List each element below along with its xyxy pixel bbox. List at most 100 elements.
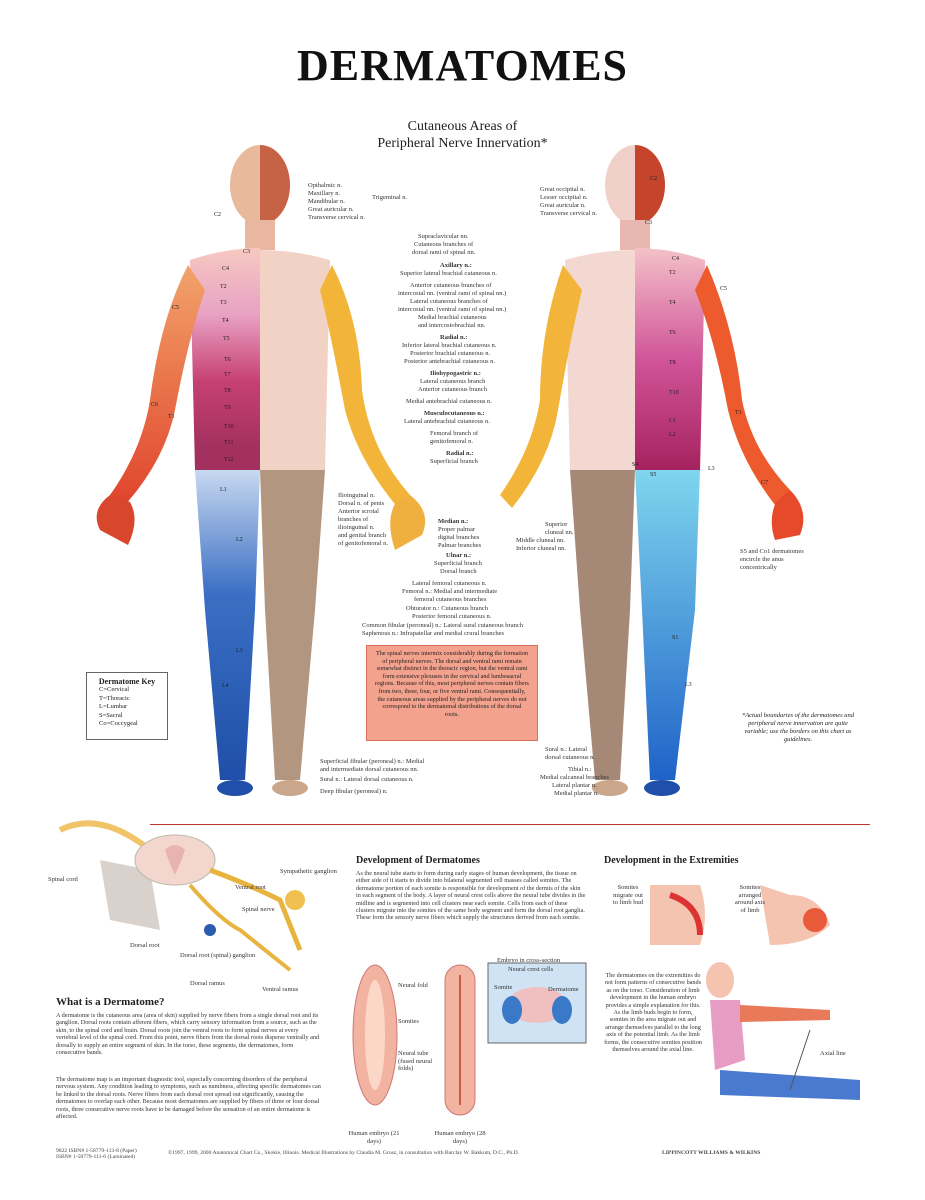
nerve-label: Transverse cervical n. <box>540 210 597 217</box>
segment-label: L3 <box>236 648 243 654</box>
spinal-label: Dorsal root <box>130 942 160 949</box>
dev-heading: Development of Dermatomes <box>356 855 480 866</box>
segment-label: L3 <box>685 682 692 688</box>
nerve-label: Femoral n.: Medial and intermediate <box>402 588 498 595</box>
page-subtitle: Cutaneous Areas of Peripheral Nerve Inne… <box>0 118 925 152</box>
nerve-label: digital branches <box>438 534 480 541</box>
nerve-label: Trigeminal n. <box>372 194 408 201</box>
segment-label: C2 <box>650 176 658 182</box>
nerve-label: dorsal cutaneous n. <box>545 754 596 761</box>
segment-label: T6 <box>224 357 231 363</box>
spinal-cord-illustration <box>58 820 305 972</box>
nerve-label: Inferior lateral brachial cutaneous n. <box>402 342 497 349</box>
segment-label: L1 <box>669 418 676 424</box>
extremity-label: Somites arranged around axis of limb <box>734 884 766 914</box>
segment-label: T10 <box>669 390 679 396</box>
segment-label: C3 <box>645 220 653 226</box>
segment-label: L1 <box>220 487 227 493</box>
spinal-label: Dorsal root (spinal) ganglion <box>180 952 256 959</box>
nerve-label: Superficial fibular (peroneal) n.: Media… <box>320 758 425 765</box>
subtitle-line-1: Cutaneous Areas of <box>407 119 518 134</box>
section-divider <box>150 824 870 825</box>
nerve-label: ilioinguinal n. <box>338 524 375 531</box>
dev-label: Somites <box>398 1018 419 1025</box>
what-paragraph: The dermatome map is an important diagno… <box>56 1076 321 1121</box>
nerve-label: Anterior scrotal <box>338 508 379 515</box>
nerve-label: Tibial n.: <box>568 766 592 773</box>
nerve-label: Anterior cutaneous branch <box>418 386 487 393</box>
nerve-label: Sural n.: Lateral dorsal cutaneous n. <box>320 776 414 783</box>
segment-label: T4 <box>222 318 229 324</box>
nerve-label: Axillary n.: <box>440 262 472 269</box>
nerve-label: Lesser occipital n. <box>540 194 588 201</box>
dev-label: Human embryo (21 days) <box>348 1130 400 1145</box>
spinal-label: Spinal nerve <box>242 906 275 913</box>
segment-label: C5 <box>720 286 728 292</box>
what-heading: What is a Dermatome? <box>56 996 165 1008</box>
segment-label: T8 <box>224 388 231 394</box>
nerve-label: Great occipital n. <box>540 186 585 193</box>
segment-label: T11 <box>224 440 234 446</box>
nerve-label: Transverse cervical n. <box>308 214 365 221</box>
publisher-logo: LIPPINCOTT WILLIAMS & WILKINS <box>662 1150 761 1156</box>
nerve-label: Proper palmar <box>438 526 476 533</box>
extremity-label: Somites migrate out to limb bud <box>613 884 643 906</box>
segment-label: T3 <box>220 300 227 306</box>
segment-label: L2 <box>236 537 243 543</box>
page-title: DERMATOMES <box>296 41 629 90</box>
segment-label: C4 <box>222 266 230 272</box>
nerve-label: Musculocutaneous n.: <box>424 410 485 417</box>
segment-label: T12 <box>224 457 234 463</box>
isbn-codes: 9822 ISBN# 1-58779-113-8 (Paper) ISBN# 1… <box>56 1148 137 1160</box>
nerve-label: S5 and Co1 dermatomes <box>740 548 804 555</box>
extremity-paragraph: The dermatomes on the extremities do not… <box>604 972 702 1054</box>
back-body-illustration <box>500 145 804 796</box>
segment-label: L2 <box>669 432 676 438</box>
nerve-label: intercostal nn. (ventral rami of spinal … <box>398 306 507 313</box>
nerve-label: Deep fibular (peroneal) n. <box>320 788 388 795</box>
segment-label: T2 <box>669 270 676 276</box>
nerve-label: concentrically <box>740 564 777 571</box>
dev-label: Dermatome <box>548 986 579 993</box>
segment-label: S5 <box>650 472 657 478</box>
nerve-label: Radial n.: <box>446 450 474 457</box>
nerve-label: Anterior cutaneous branches of <box>410 282 492 289</box>
nerve-label: Ulnar n.: <box>446 552 472 559</box>
nerve-label: Superficial branch <box>430 458 478 465</box>
nerve-label: Common fibular (peroneal) n.: Lateral su… <box>362 622 523 629</box>
spinal-label: Ventral ramus <box>262 986 299 993</box>
nerve-label: cluneal nn. <box>545 529 574 536</box>
dermatome-key: Dermatome Key C=Cervical T=Thoracic L=Lu… <box>86 672 168 740</box>
key-item: T=Thoracic <box>99 694 130 702</box>
nerve-label: of genitofemoral n. <box>338 540 388 547</box>
nerve-label: Lateral plantar n. <box>552 782 597 789</box>
nerve-label: Superficial branch <box>434 560 482 567</box>
nerve-label: and intercostobrachial nn. <box>418 322 486 329</box>
nerve-label: Femoral branch of <box>430 430 479 437</box>
nerve-label: Mandibular n. <box>308 198 345 205</box>
nerve-label: Palmar branches <box>438 542 482 549</box>
nerve-label: Lateral antebrachial cutaneous n. <box>404 418 490 425</box>
nerve-label: Dorsal n. of penis <box>338 500 385 507</box>
nerve-label: Great auricular n. <box>540 202 586 209</box>
nerve-label: Lateral cutaneous branch <box>420 378 486 385</box>
dev-label: Embryo in cross-section <box>497 957 561 964</box>
nerve-label: Iliohypogastric n.: <box>430 370 481 377</box>
nerve-label: encircle the anus <box>740 556 784 563</box>
segment-label: T10 <box>224 424 234 430</box>
dev-label: Human embryo (28 days) <box>434 1130 486 1145</box>
nerve-label: Dorsal branch <box>440 568 477 575</box>
nerve-label: and genital branch <box>338 532 387 539</box>
dev-label: Somite <box>494 984 513 991</box>
nerve-label: Inferior cluneal nn. <box>516 545 566 552</box>
spinal-label: Spinal cord <box>48 876 78 883</box>
copyright-credit: ©1997, 1999, 2000 Anatomical Chart Co., … <box>168 1150 520 1156</box>
segment-label: S1 <box>672 635 679 641</box>
segment-label: T2 <box>220 284 227 290</box>
dev-label: Neural crest cells <box>508 966 554 973</box>
nerve-label: Superior <box>545 521 568 528</box>
segment-label: C5 <box>172 305 180 311</box>
segment-label: T4 <box>669 300 676 306</box>
segment-label: T9 <box>224 405 231 411</box>
spinal-label: Sympathetic ganglion <box>280 868 337 875</box>
